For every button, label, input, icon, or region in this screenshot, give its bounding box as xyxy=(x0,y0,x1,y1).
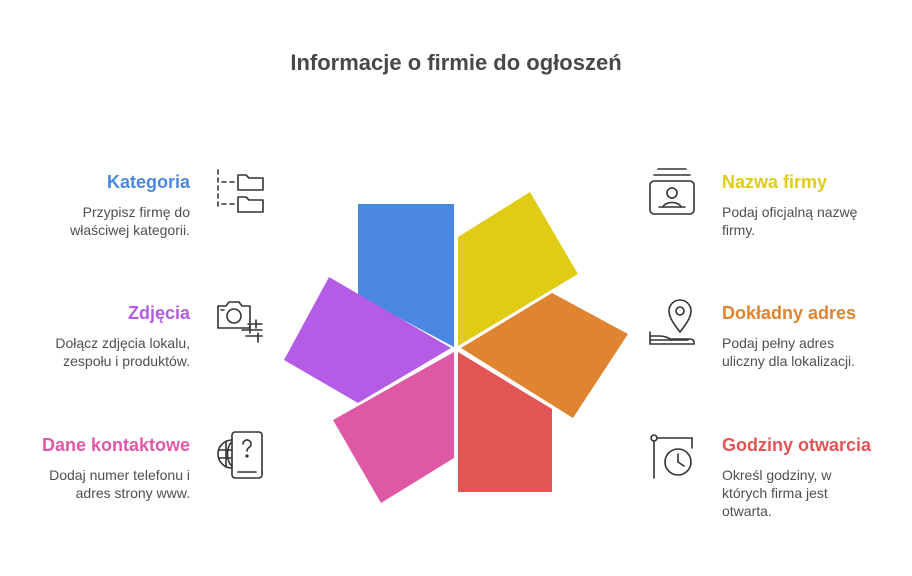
petal-godziny xyxy=(458,352,552,492)
desc-line: Dodaj numer telefonu i xyxy=(49,467,190,483)
desc-kategoria: Przypisz firmę do właściwej kategorii. xyxy=(70,203,190,239)
desc-line: Podaj pełny adres xyxy=(722,335,835,351)
location-pin-icon xyxy=(649,299,695,345)
clock-sign-icon xyxy=(650,434,693,479)
item-zdjecia: Zdjęcia Dołącz zdjęcia lokalu, zespołu i… xyxy=(55,302,190,370)
heading-godziny: Godziny otwarcia xyxy=(722,435,872,455)
item-adres: Dokładny adres Podaj pełny adres uliczny… xyxy=(722,302,856,370)
heading-nazwa: Nazwa firmy xyxy=(722,172,828,192)
desc-line: zespołu i produktów. xyxy=(63,353,190,369)
desc-line: otwarta. xyxy=(722,503,772,519)
desc-adres: Podaj pełny adres uliczny dla lokalizacj… xyxy=(722,334,856,370)
petal-dane xyxy=(333,352,454,503)
heading-zdjecia: Zdjęcia xyxy=(127,303,190,323)
desc-zdjecia: Dołącz zdjęcia lokalu, zespołu i produkt… xyxy=(55,334,190,370)
petal-adres xyxy=(461,293,628,418)
desc-line: Dołącz zdjęcia lokalu, xyxy=(55,335,190,351)
page-title: Informacje o firmie do ogłoszeń xyxy=(290,50,622,75)
desc-line: właściwej kategorii. xyxy=(70,222,190,238)
id-badge-icon xyxy=(649,168,695,215)
petal-zdjecia xyxy=(284,277,451,403)
item-nazwa: Nazwa firmy Podaj oficjalną nazwę firmy. xyxy=(722,171,857,239)
desc-godziny: Określ godziny, w których firma jest otw… xyxy=(722,466,871,520)
heading-kategoria: Kategoria xyxy=(106,172,190,192)
phone-globe-icon xyxy=(217,431,263,479)
desc-line: Określ godziny, w xyxy=(722,467,832,483)
petal-kategoria xyxy=(358,204,454,347)
heading-adres: Dokładny adres xyxy=(722,303,857,323)
item-kategoria: Kategoria Przypisz firmę do właściwej ka… xyxy=(70,171,190,239)
desc-line: adres strony www. xyxy=(75,485,190,501)
desc-line: uliczny dla lokalizacji. xyxy=(722,353,856,369)
folder-tree-icon xyxy=(217,169,264,213)
item-dane: Dane kontaktowe Dodaj numer telefonu i a… xyxy=(42,434,190,502)
desc-dane: Dodaj numer telefonu i adres strony www. xyxy=(42,466,190,502)
desc-line: których firma jest xyxy=(722,485,828,501)
desc-line: Przypisz firmę do xyxy=(82,204,190,220)
item-godziny: Godziny otwarcia Określ godziny, w który… xyxy=(722,434,871,520)
desc-line: Podaj oficjalną nazwę xyxy=(722,204,858,220)
desc-line: firmy. xyxy=(722,222,756,238)
camera-icon xyxy=(217,301,263,343)
desc-nazwa: Podaj oficjalną nazwę firmy. xyxy=(722,203,857,239)
heading-dane: Dane kontaktowe xyxy=(41,435,190,455)
petal-nazwa xyxy=(458,192,578,346)
